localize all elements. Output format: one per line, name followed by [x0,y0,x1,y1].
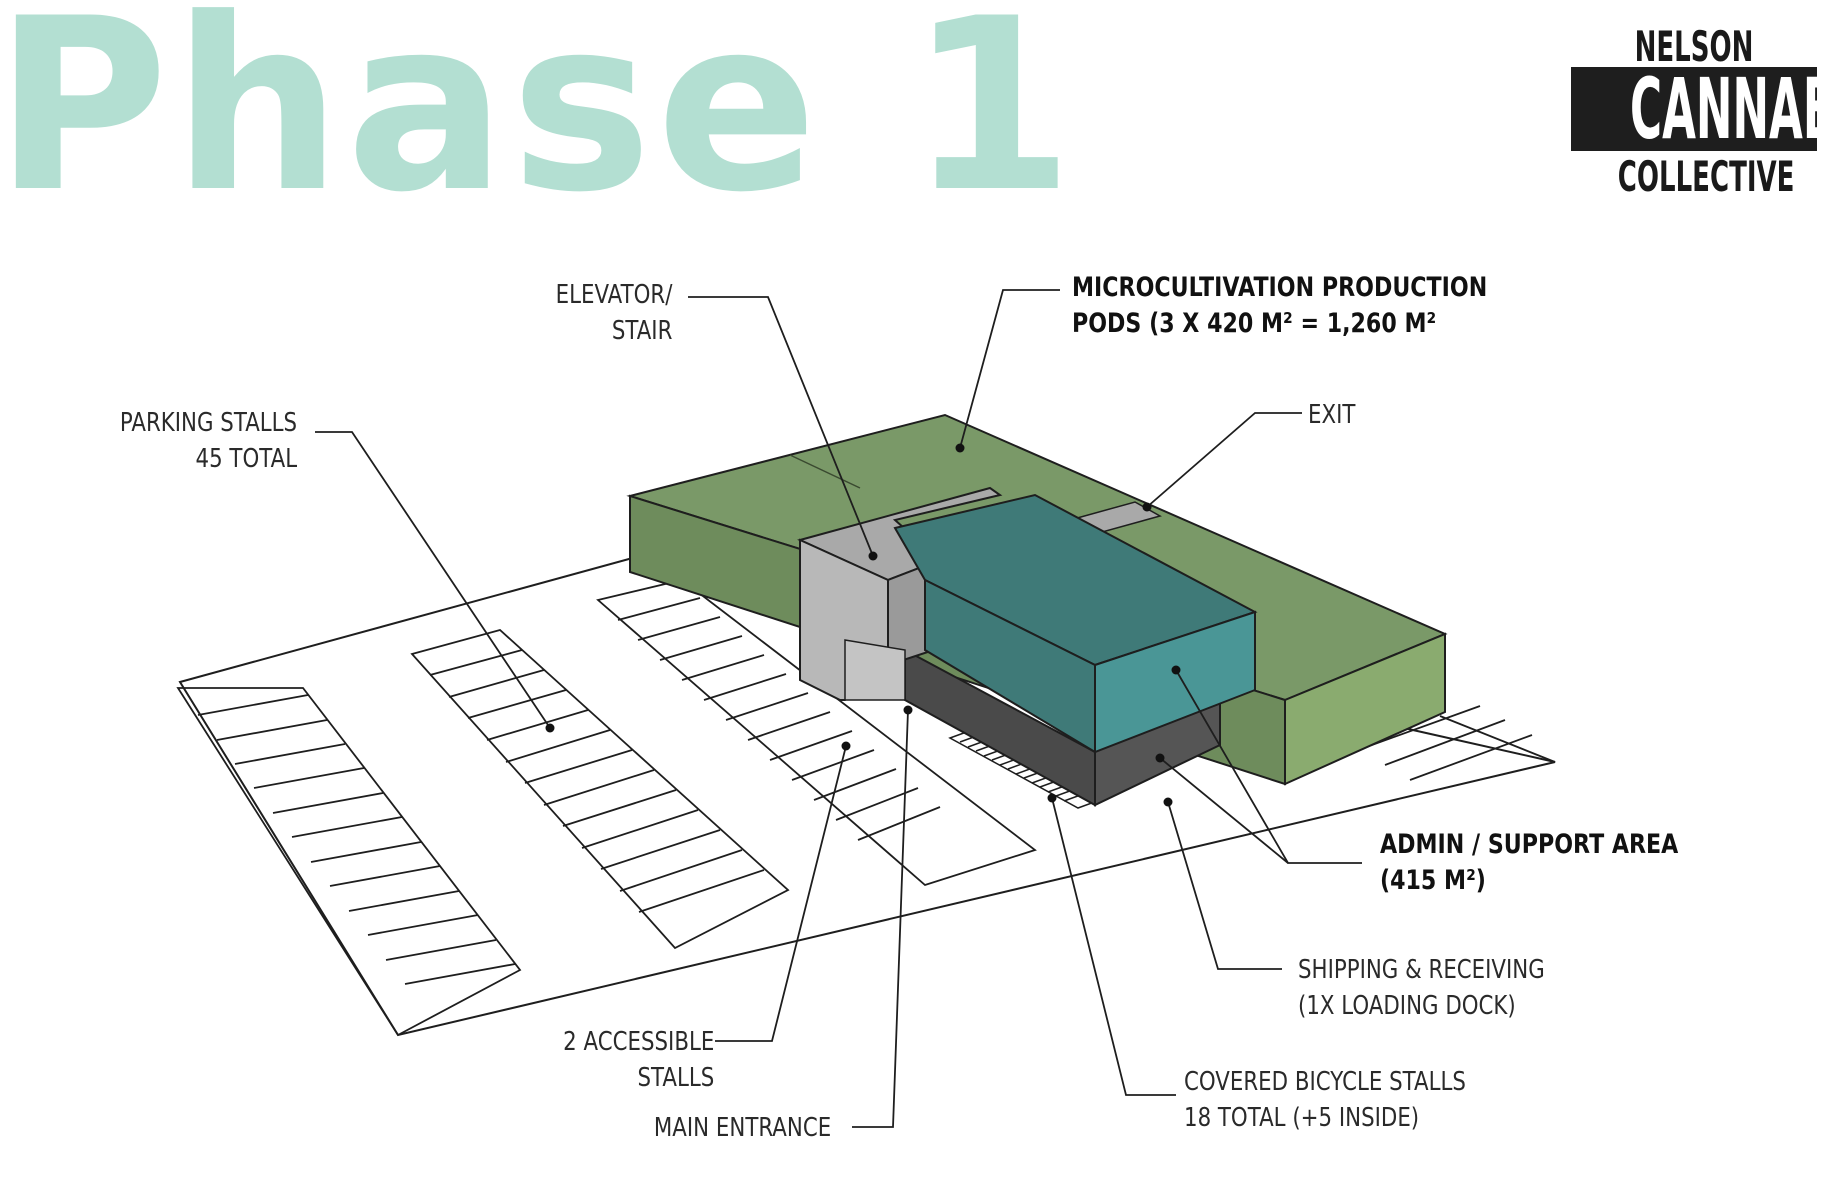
dot-parking [545,723,555,733]
dot-bicycle [1047,793,1057,803]
label-parking-stalls: PARKING STALLS 45 TOTAL [119,408,297,474]
label-accessible-stalls: 2 ACCESSIBLE STALLS [562,1027,714,1093]
label-microcultivation-pods: MICROCULTIVATION PRODUCTION PODS (3 X 42… [1072,272,1488,339]
dot-admin-b [1155,753,1165,763]
dot-micro [955,443,965,453]
leader-admin-b [1159,757,1289,864]
label-elevator-stair: ELEVATOR/ STAIR [555,280,672,346]
dot-entrance [903,705,913,715]
dot-shipping [1163,797,1173,807]
label-covered-bicycle-stalls: COVERED BICYCLE STALLS 18 TOTAL (+5 INSI… [1184,1067,1466,1133]
pod-divider [789,454,861,489]
green-building-right-face [1284,632,1446,786]
dot-elevator [868,551,878,561]
leader-micro [959,289,1060,449]
entrance-block [844,639,906,701]
parking-row-1 [176,687,522,1037]
leader-lines [315,289,1362,1128]
parking-row-3 [596,579,1037,887]
label-exit: EXIT [1308,400,1356,430]
leader-elevator [688,296,874,557]
dot-admin-a [1171,665,1181,675]
leader-dots [545,443,1181,807]
leader-exit [1146,412,1302,508]
logo-bar: CANNABIS [1571,67,1817,151]
page-title: Phase 1 [0,0,1079,245]
leader-parking [315,431,551,729]
leader-entrance [852,709,909,1128]
label-main-entrance: MAIN ENTRANCE [653,1113,831,1143]
logo-top-text: NELSON [1634,22,1754,71]
dot-accessible [841,741,851,751]
nelson-cannabis-collective-logo: NELSON CANNABIS COLLECTIVE [1571,22,1817,201]
teal-block-right [1094,610,1256,754]
dot-exit [1142,502,1152,512]
leader-shipping [1167,801,1282,970]
parking-row-2 [410,629,790,950]
leader-accessible [715,745,847,1042]
logo-bottom-text: COLLECTIVE [1617,152,1795,201]
label-admin-support-area: ADMIN / SUPPORT AREA (415 M²) [1380,829,1679,896]
label-shipping-receiving: SHIPPING & RECEIVING (1X LOADING DOCK) [1298,955,1545,1021]
leader-bicycle [1051,797,1176,1096]
